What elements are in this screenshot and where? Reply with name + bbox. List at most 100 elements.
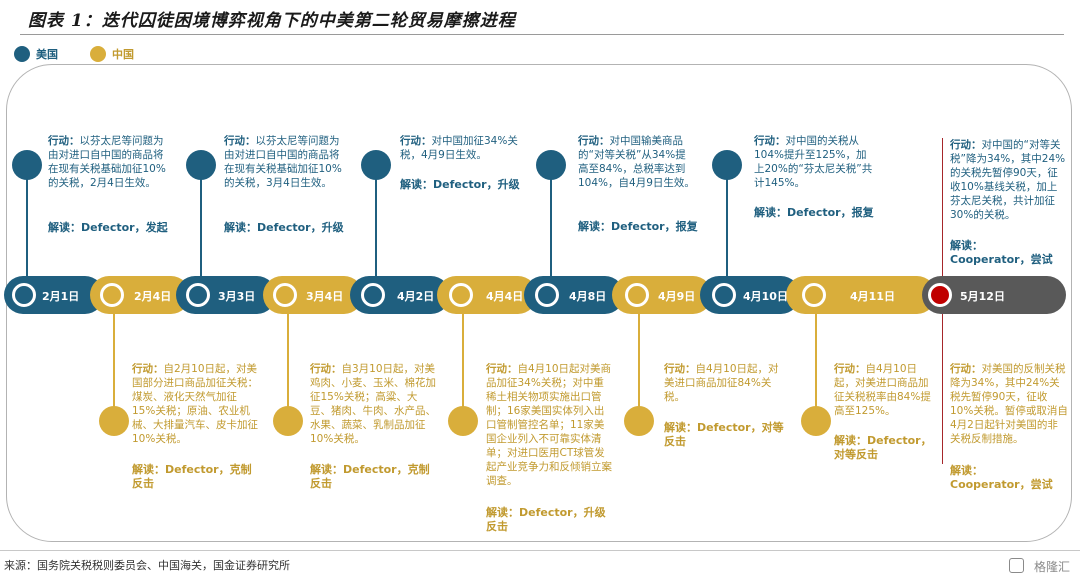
cn-event-interp: 解读：Defector，克制反击 [310, 463, 430, 490]
event-body: 自4月10日起，对美进口商品加征84%关税。 [664, 363, 779, 403]
node-ring-final [928, 283, 952, 307]
us-event-interp: 解读：Defector，升级 [400, 178, 520, 191]
us-event-text: 行动：以芬太尼等问题为由对进口自中国的商品将在现有关税基础加征10%的关税，3月… [224, 134, 344, 190]
truce-line-top [942, 138, 943, 276]
us-event-interp: 解读：Defector，报复 [578, 220, 698, 233]
event-label: 行动： [400, 135, 432, 147]
us-pin [12, 150, 42, 180]
event-body: 对美国的反制关税降为34%，其中24%关税先暂停90天，征收10%关税。暂停或取… [950, 363, 1068, 445]
event-body: 自4月10日起，对美进口商品加征关税税率由84%提高至125%。 [834, 363, 931, 417]
cn-event-text: 行动：自4月10日起，对美进口商品加征关税税率由84%提高至125%。 [834, 362, 938, 418]
us-event-text: 行动：以芬太尼等问题为由对进口自中国的商品将在现有关税基础加征10%的关税，2月… [48, 134, 168, 190]
event-body: 对中国输美商品的“对等关税”从34%提高至84%，总税率达到104%，自4月9日… [578, 135, 695, 189]
us-event-interp: 解读：Defector，升级 [224, 221, 344, 234]
us-pin [712, 150, 742, 180]
node-ring [625, 283, 649, 307]
node-date: 4月8日 [569, 290, 607, 303]
legend-cn-label: 中国 [112, 48, 134, 61]
truce-line-bottom [942, 314, 943, 464]
us-pin [536, 150, 566, 180]
event-label: 行动： [310, 363, 342, 375]
cn-pin [624, 406, 654, 436]
node-date: 4月4日 [486, 290, 524, 303]
event-body: 自3月10日起，对美鸡肉、小麦、玉米、棉花加征15%关税；高粱、大豆、猪肉、牛肉… [310, 363, 436, 445]
node-ring [100, 283, 124, 307]
event-label: 行动： [664, 363, 696, 375]
us-pin [361, 150, 391, 180]
cn-event-text: 行动：自3月10日起，对美鸡肉、小麦、玉米、棉花加征15%关税；高粱、大豆、猪肉… [310, 362, 436, 446]
cn-event-text: 行动：对美国的反制关税降为34%，其中24%关税先暂停90天，征收10%关税。暂… [950, 362, 1068, 446]
event-label: 行动： [48, 135, 80, 147]
node-date: 4月9日 [658, 290, 696, 303]
cn-stem [113, 314, 115, 410]
event-label: 行动： [132, 363, 164, 375]
us-event-interp: 解读：Defector，发起 [48, 221, 168, 234]
event-body: 对中国的“对等关税”降为34%，其中24%的关税先暂停90天，征收10%基线关税… [950, 139, 1066, 221]
cn-event-interp: 解读：Defector，升级反击 [486, 506, 606, 533]
event-body: 自4月10日起对美商品加征34%关税；对中重稀土相关物项实施出口管制；16家美国… [486, 363, 612, 487]
node-ring [712, 283, 736, 307]
us-pin [186, 150, 216, 180]
event-label: 行动： [950, 363, 982, 375]
event-label: 行动： [950, 139, 982, 151]
event-label: 行动： [486, 363, 518, 375]
cn-stem [638, 314, 640, 410]
title-divider [20, 34, 1064, 35]
us-event-text: 行动：对中国输美商品的“对等关税”从34%提高至84%，总税率达到104%，自4… [578, 134, 696, 190]
cn-event-text: 行动：自2月10日起，对美国部分进口商品加征关税：煤炭、液化天然气加征15%关税… [132, 362, 258, 446]
us-event-text: 行动：对中国的“对等关税”降为34%，其中24%的关税先暂停90天，征收10%基… [950, 138, 1066, 222]
cn-pin [448, 406, 478, 436]
legend-cn-dot [90, 46, 106, 62]
us-stem [200, 178, 202, 276]
cn-pin [273, 406, 303, 436]
event-body: 对中国加征34%关税，4月9日生效。 [400, 135, 518, 161]
node-ring [535, 283, 559, 307]
page-title: 图表 1：迭代囚徒困境博弈视角下的中美第二轮贸易摩擦进程 [28, 11, 516, 31]
node-ring [186, 283, 210, 307]
cn-event-text: 行动：自4月10日起对美商品加征34%关税；对中重稀土相关物项实施出口管制；16… [486, 362, 612, 488]
node-ring [12, 283, 36, 307]
node-date: 4月11日 [850, 290, 895, 303]
event-body: 以芬太尼等问题为由对进口自中国的商品将在现有关税基础加征10%的关税，2月4日生… [48, 135, 166, 189]
cn-event-interp: 解读：Defector，克制反击 [132, 463, 252, 490]
us-stem [375, 178, 377, 276]
us-event-text: 行动：对中国的关税从104%提升至125%，加上20%的“芬太尼关税”共计145… [754, 134, 876, 190]
us-event-interp: 解读：Cooperator，尝试 [950, 239, 1053, 266]
node-date: 4月2日 [397, 290, 435, 303]
watermark-text: 格隆汇 [1033, 560, 1070, 574]
event-body: 自2月10日起，对美国部分进口商品加征关税：煤炭、液化天然气加征15%关税；原油… [132, 363, 258, 445]
cn-event-interp: 解读：Defector，对等反击 [664, 421, 784, 448]
cn-pin [801, 406, 831, 436]
node-date: 4月10日 [743, 290, 788, 303]
cn-event-text: 行动：自4月10日起，对美进口商品加征84%关税。 [664, 362, 788, 404]
node-date: 2月4日 [134, 290, 172, 303]
node-date: 2月1日 [42, 290, 80, 303]
event-label: 行动： [224, 135, 256, 147]
legend-us-label: 美国 [36, 48, 58, 61]
node-ring [802, 283, 826, 307]
node-ring [449, 283, 473, 307]
cn-stem [462, 314, 464, 410]
us-event-text: 行动：对中国加征34%关税，4月9日生效。 [400, 134, 518, 162]
node-date: 5月12日 [960, 290, 1005, 303]
cn-stem [287, 314, 289, 410]
event-body: 以芬太尼等问题为由对进口自中国的商品将在现有关税基础加征10%的关税，3月4日生… [224, 135, 342, 189]
watermark-logo-icon [1009, 558, 1024, 573]
node-date: 3月3日 [218, 290, 256, 303]
us-stem [26, 178, 28, 276]
cn-event-interp: 解读：Defector，对等反击 [834, 434, 932, 461]
event-body: 对中国的关税从104%提升至125%，加上20%的“芬太尼关税”共计145%。 [754, 135, 873, 189]
source-divider [0, 550, 1080, 551]
us-stem [550, 178, 552, 276]
source-note: 来源：国务院关税税则委员会、中国海关，国金证券研究所 [4, 559, 290, 572]
cn-event-interp: 解读：Cooperator，尝试 [950, 464, 1053, 491]
us-stem [726, 178, 728, 276]
node-date: 3月4日 [306, 290, 344, 303]
us-event-interp: 解读：Defector，报复 [754, 206, 874, 219]
legend-us-dot [14, 46, 30, 62]
cn-pin [99, 406, 129, 436]
event-label: 行动： [578, 135, 610, 147]
event-label: 行动： [834, 363, 866, 375]
node-ring [361, 283, 385, 307]
event-label: 行动： [754, 135, 786, 147]
